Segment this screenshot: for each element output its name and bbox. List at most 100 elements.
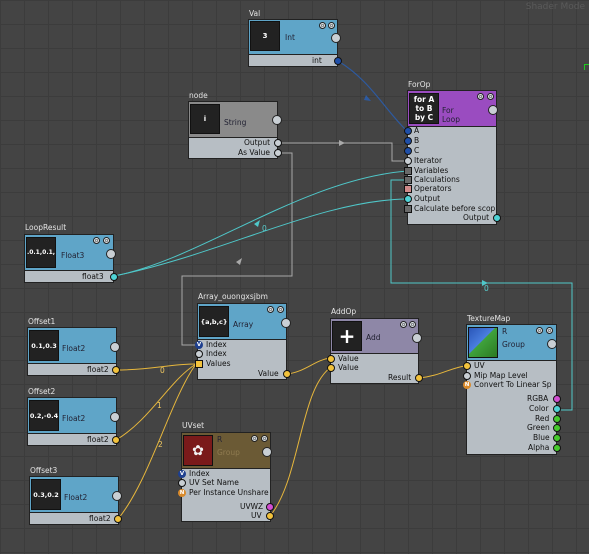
output-label: int [312, 56, 322, 65]
expand-icon[interactable] [281, 318, 291, 328]
node-type-label: Add [366, 333, 381, 342]
expand-icon[interactable] [272, 115, 282, 125]
expand-icon[interactable] [110, 342, 120, 352]
color-output-port[interactable] [553, 405, 561, 413]
expand-icon[interactable] [488, 105, 498, 115]
node-title: Val [249, 9, 261, 18]
input-label: B [414, 136, 420, 145]
node-type-label: Float2 [64, 493, 88, 502]
expand-icon[interactable] [412, 333, 422, 343]
options-icon[interactable]: o [261, 435, 268, 442]
uv-set-name-port[interactable] [178, 479, 186, 487]
input-port-a[interactable] [404, 127, 412, 135]
output-label: float3 [82, 272, 104, 281]
wire-arrow [236, 258, 242, 265]
vertex-badge-icon: V [195, 341, 203, 349]
uv-input-port[interactable] [463, 362, 471, 370]
preview-toggle-icon[interactable]: o [251, 435, 258, 442]
int-output-port[interactable] [334, 57, 342, 65]
output-port[interactable] [493, 214, 501, 222]
expand-icon[interactable] [331, 33, 341, 43]
float2-output-port[interactable] [114, 515, 122, 523]
preview-toggle-icon[interactable]: o [400, 321, 407, 328]
options-icon[interactable]: o [409, 321, 416, 328]
input-label: Mip Map Level [474, 371, 528, 380]
red-output-port[interactable] [553, 415, 561, 423]
input-port-b[interactable] [404, 137, 412, 145]
wire-offset1-to-values [115, 363, 197, 371]
float3-output-port[interactable] [110, 273, 118, 281]
output-label: Blue [533, 433, 550, 442]
node-type-label: Group [502, 340, 525, 349]
options-icon[interactable]: o [277, 306, 284, 313]
blue-output-port[interactable] [553, 434, 561, 442]
preview-toggle-icon[interactable]: o [319, 22, 326, 29]
uvwz-output-port[interactable] [266, 503, 274, 511]
node-type-label: Float2 [62, 414, 86, 423]
input-port-calc-before-scope[interactable] [404, 205, 412, 213]
input-label: A [414, 126, 420, 135]
thumb-line: by C [414, 113, 434, 122]
add-thumbnail: + [332, 321, 362, 351]
node-title: LoopResult [25, 223, 67, 232]
node-title: ForOp [408, 80, 431, 89]
options-icon[interactable]: o [546, 327, 553, 334]
float2-output-port[interactable] [112, 366, 120, 374]
output-label: Alpha [528, 443, 550, 452]
green-output-port[interactable] [553, 424, 561, 432]
as-value-port[interactable] [274, 149, 282, 157]
input-label: Per Instance Unshare [189, 488, 269, 497]
node-body [466, 361, 557, 455]
input-port-calculations[interactable] [404, 176, 412, 184]
mip-input-port[interactable] [463, 372, 471, 380]
input-label: Value [338, 363, 359, 372]
node-body [330, 354, 419, 384]
input-label: UV Set Name [189, 478, 239, 487]
n-badge-icon: N [178, 489, 186, 497]
expand-icon[interactable] [547, 339, 557, 349]
wire-array-to-add [286, 357, 331, 375]
preview-toggle-icon[interactable]: o [93, 237, 100, 244]
preview-toggle-icon[interactable]: o [536, 327, 543, 334]
options-icon[interactable]: o [103, 237, 110, 244]
input-port-variables[interactable] [404, 167, 412, 175]
wire-val-to-forop-a [337, 60, 408, 132]
float3-thumbnail: .0.1,0.1, [26, 237, 56, 268]
node-type-label: For Loop [442, 106, 460, 124]
expand-icon[interactable] [112, 491, 122, 501]
options-icon[interactable]: o [487, 93, 494, 100]
node-type-label: Array [233, 320, 254, 329]
wire-loop-to-output [113, 198, 408, 277]
input-port-c[interactable] [404, 147, 412, 155]
wire-arrow [254, 220, 260, 227]
rgba-output-port[interactable] [553, 395, 561, 403]
index-input-port[interactable] [195, 350, 203, 358]
input-port-output[interactable] [404, 195, 412, 203]
expand-icon[interactable] [262, 447, 272, 457]
input-label: Iterator [414, 156, 443, 165]
expand-icon[interactable] [106, 249, 116, 259]
preview-toggle-icon[interactable]: o [477, 93, 484, 100]
input-label: Values [206, 359, 231, 368]
output-port[interactable] [274, 139, 282, 147]
values-input-port[interactable] [195, 360, 203, 368]
alpha-output-port[interactable] [553, 444, 561, 452]
input-label: Index [206, 340, 227, 349]
output-label: Green [527, 423, 550, 432]
result-output-port[interactable] [415, 374, 423, 382]
uv-output-port[interactable] [266, 512, 274, 520]
wire-arrow [339, 140, 345, 146]
output-label: Output [244, 138, 271, 147]
value-input-port[interactable] [327, 364, 335, 372]
input-port-iterator[interactable] [404, 157, 412, 165]
value-input-port[interactable] [327, 355, 335, 363]
float2-thumbnail: 0.2,-0.4 [29, 400, 59, 431]
options-icon[interactable]: o [328, 22, 335, 29]
value-output-port[interactable] [283, 370, 291, 378]
expand-icon[interactable] [110, 412, 120, 422]
float2-output-port[interactable] [112, 436, 120, 444]
preview-toggle-icon[interactable]: o [267, 306, 274, 313]
node-body [188, 138, 278, 159]
input-port-operators[interactable] [404, 185, 412, 193]
node-title: Array_ouongxsjbm [198, 292, 268, 301]
